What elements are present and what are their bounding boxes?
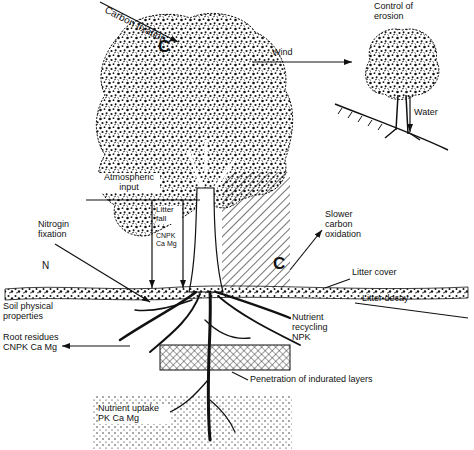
root	[208, 292, 210, 440]
text-label: Litter decay	[362, 294, 409, 304]
text-label: CNPK Ca Mg	[156, 232, 182, 247]
litter-fall-arrow	[151, 200, 152, 288]
leader-line	[325, 279, 350, 288]
text-label: Control of erosion	[374, 2, 424, 22]
text-label: Litter fall	[156, 206, 182, 224]
deep-soil-layer	[92, 395, 292, 450]
root	[150, 294, 200, 352]
text-label: Penetration of indurated layers	[250, 375, 373, 385]
water-arrow	[409, 96, 410, 132]
root	[135, 300, 192, 311]
text-label: Water	[414, 108, 438, 118]
text-label: Slower carbon oxidation	[325, 210, 373, 240]
text-label: N	[42, 260, 49, 271]
slope-hatch	[338, 108, 382, 130]
root	[218, 296, 300, 345]
slope-line	[335, 104, 448, 150]
nitrogen-arrow	[55, 244, 150, 302]
carbon-oxidation-arrow	[290, 230, 322, 270]
tree-canopy	[96, 13, 292, 236]
text-label: Atmospheric input	[98, 173, 160, 193]
leader-line	[232, 372, 248, 380]
text-label: Wind	[272, 48, 293, 58]
small-tree-trunk	[385, 95, 420, 140]
text-label: Nutrient uptake PK Ca Mg	[98, 404, 170, 424]
root	[216, 292, 290, 318]
wind-arrow	[252, 61, 352, 62]
litter-fall-arrow	[182, 200, 183, 288]
text-label: C	[273, 255, 285, 274]
leader-line	[355, 303, 468, 318]
small-tree-canopy	[366, 29, 439, 99]
root	[120, 292, 196, 340]
root-residue-arrow	[62, 345, 130, 346]
root	[205, 320, 250, 338]
tree-trunk	[189, 188, 223, 292]
root	[170, 380, 208, 412]
text-label: C	[158, 38, 170, 57]
text-label: Nutrient recycling NPK	[292, 313, 342, 343]
text-label: Root residues CNPK Ca Mg	[3, 333, 65, 353]
root	[210, 400, 235, 432]
indurated-layer	[160, 345, 290, 370]
text-label: Soil physical properties	[3, 302, 65, 322]
arrows	[55, 2, 468, 380]
text-label: Nitrogin fixation	[38, 220, 86, 240]
text-label: Litter cover	[352, 268, 397, 278]
